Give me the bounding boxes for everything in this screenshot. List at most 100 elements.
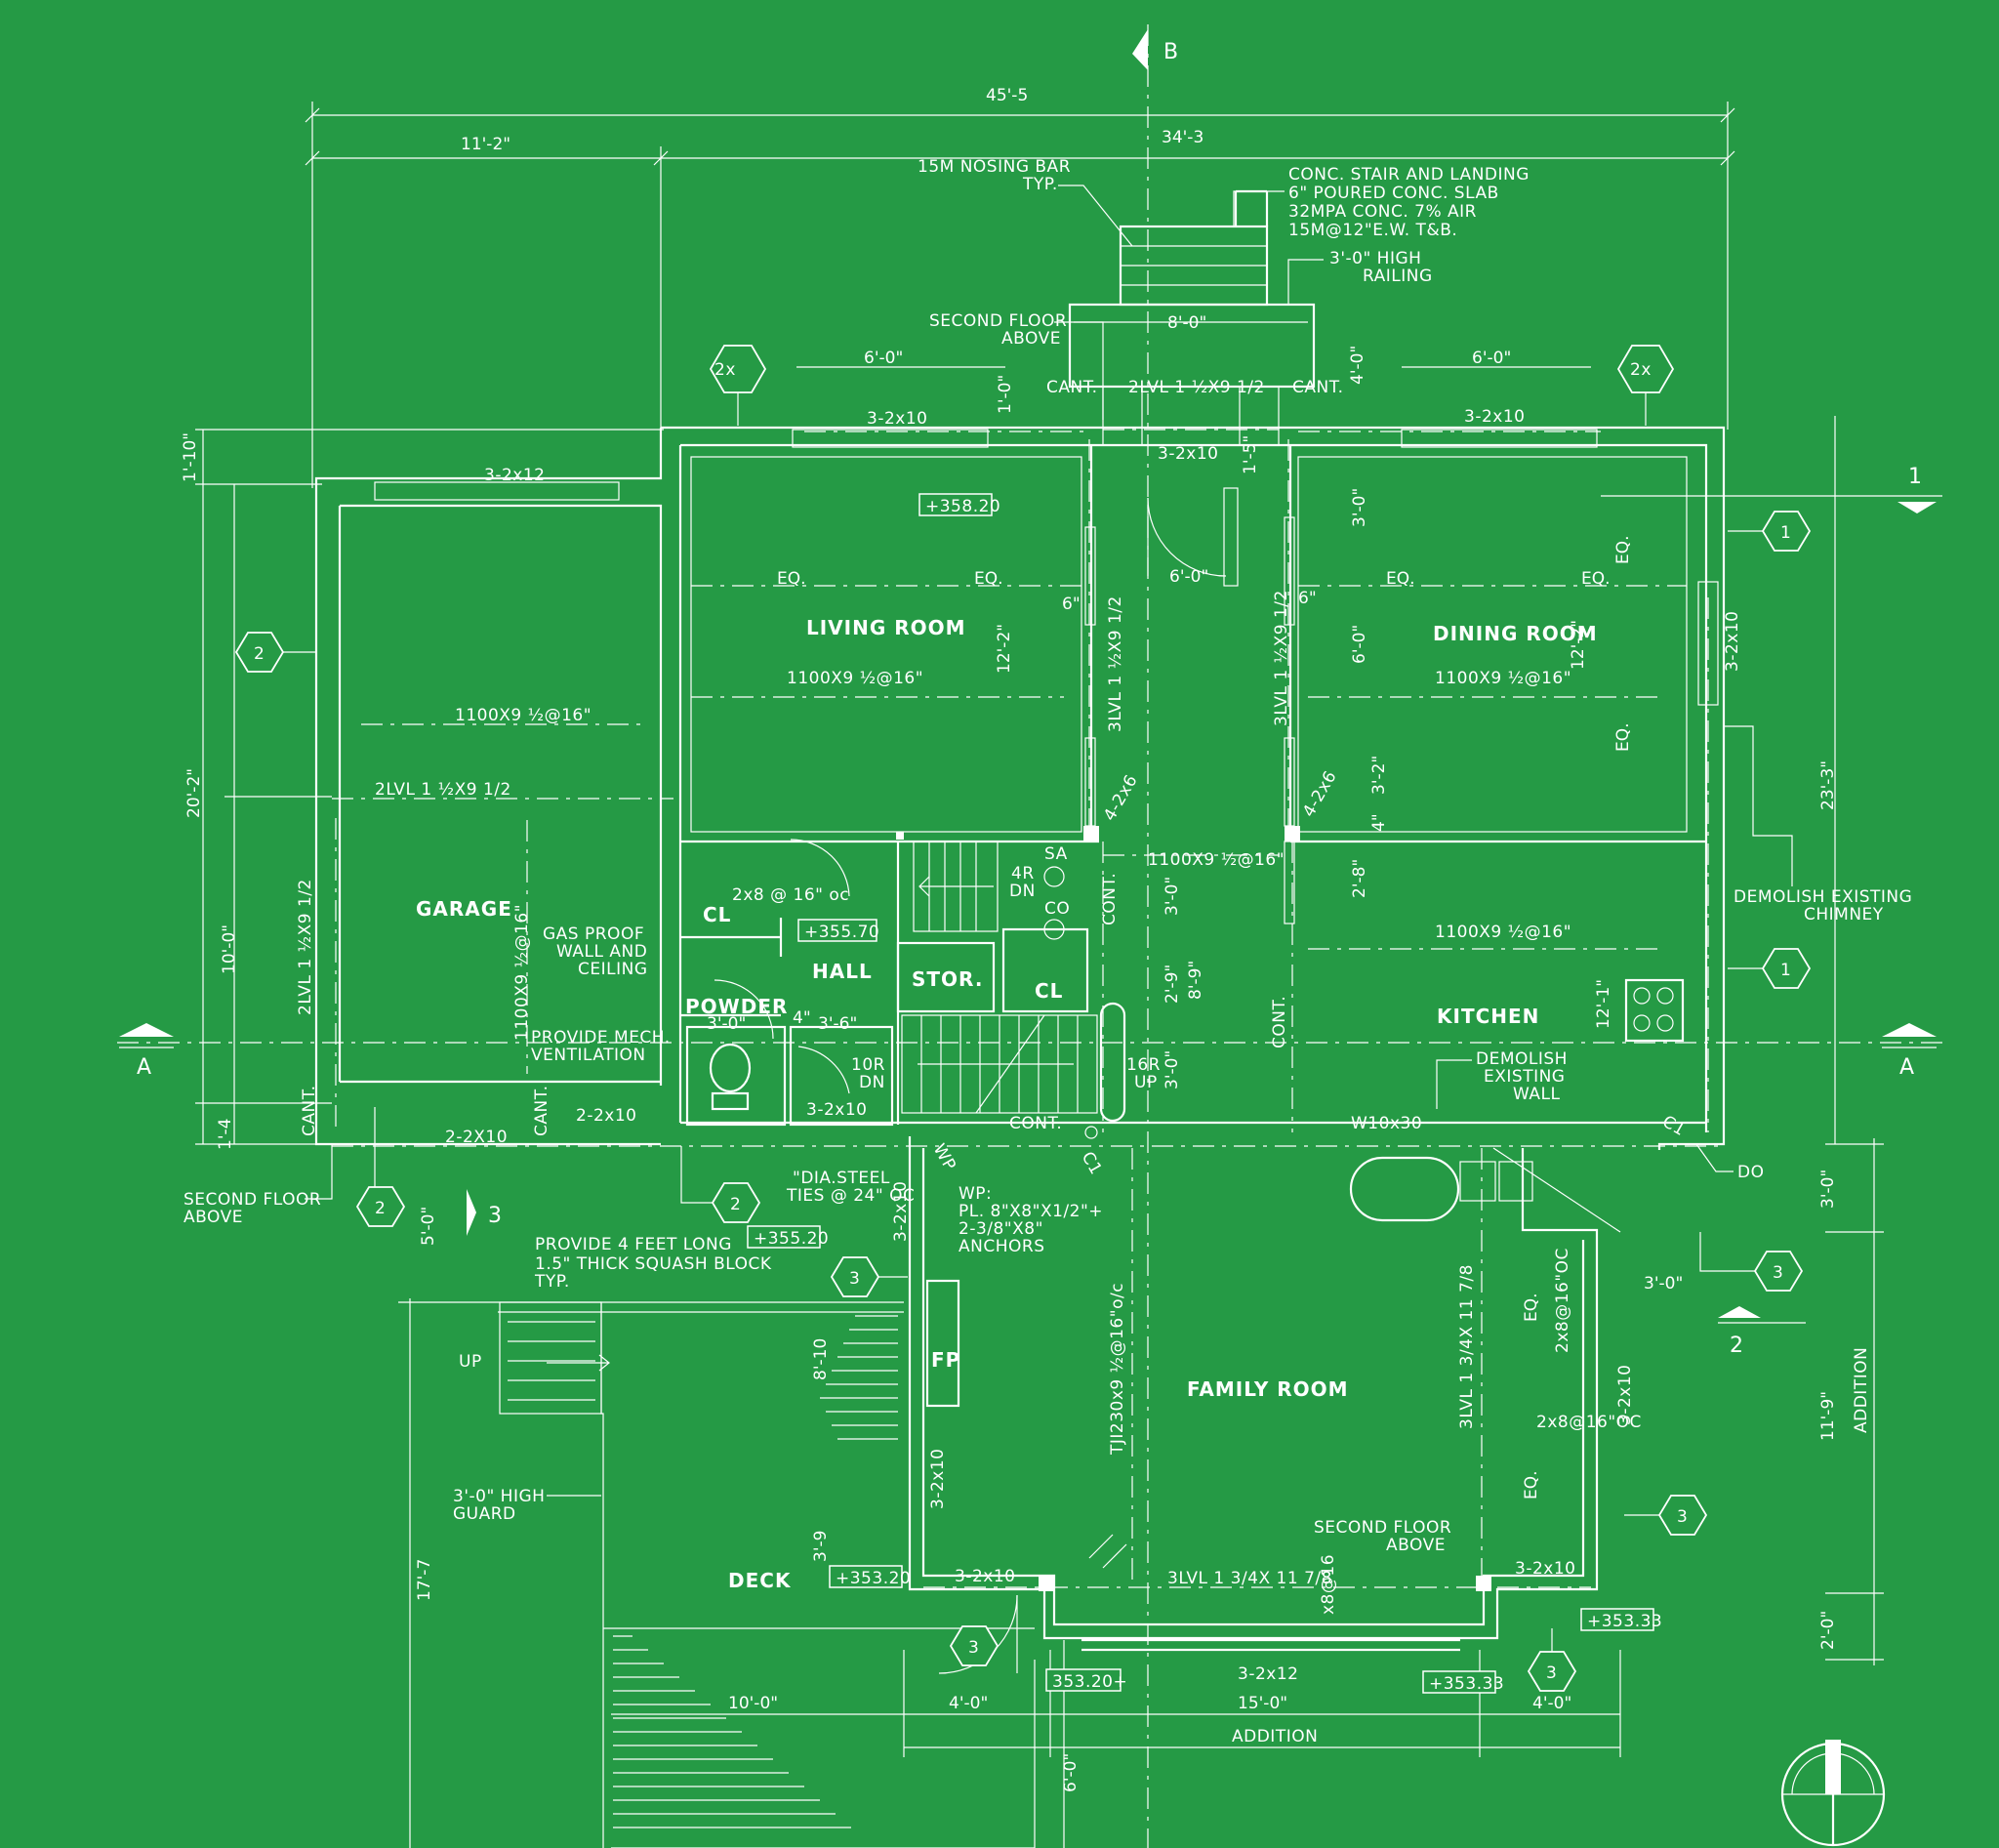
note-wp-1: WP: [959, 1184, 992, 1204]
note-mech-2: VENTILATION [531, 1046, 646, 1065]
room-hall: HALL [812, 960, 873, 983]
dim-8-9: 8'-9" [1186, 961, 1205, 1000]
dim-1-4: 1'-4 [216, 1119, 235, 1150]
note-demo-wall-2: EXISTING [1484, 1067, 1565, 1087]
room-dining: DINING ROOM [1433, 622, 1598, 645]
deck [498, 1301, 1036, 1848]
beam-3x10-vertical: 3-2x10 [1615, 1365, 1635, 1425]
note-stair-1: CONC. STAIR AND LANDING [1288, 165, 1530, 185]
note-demo-chimney-1: DEMOLISH EXISTING [1734, 887, 1912, 907]
beam-3-2x10-c: 3-2x10 [806, 1100, 867, 1120]
dim-eq-3: EQ. [1386, 569, 1415, 589]
beam-3x10-bottom-right: 3-2x10 [1515, 1559, 1575, 1579]
beam-garage: 3-2x12 [484, 466, 545, 485]
beam-2-2x10: 2-2X10 [445, 1128, 508, 1147]
room-living: LIVING ROOM [806, 616, 966, 639]
joist-garage: 1100X9 ½@16" [455, 706, 592, 725]
note-lvl-top: 2LVL 1 ½X9 1/2 [1128, 378, 1265, 397]
section-1-label: 1 [1908, 465, 1922, 489]
dim-4-0-bottom2: 4'-0" [1532, 1694, 1571, 1713]
dim-4in-dining: 4" [1369, 813, 1389, 832]
lvl-vertical-right: 3LVL 1 ½X9 1/2 [1272, 590, 1291, 726]
note-steel-1: "DIA.STEEL [793, 1169, 890, 1188]
section-a: A A [117, 1023, 1942, 1080]
elev-353-20: +353.20 [836, 1569, 911, 1588]
dim-overall: 45'-5 [986, 86, 1028, 105]
note-mech-1: PROVIDE MECH. [531, 1028, 671, 1047]
note-wp-3: 2-3/8"X8" [959, 1219, 1043, 1239]
tag-2-bottom-b: 2 [730, 1195, 741, 1214]
joist-dining: 1100X9 ½@16" [1435, 669, 1571, 688]
room-kitchen: KITCHEN [1437, 1005, 1539, 1028]
dim-3-9: 3'-9 [811, 1531, 831, 1562]
section-3: 3 [467, 1189, 502, 1236]
dim-6-right: 6'-0" [1472, 349, 1511, 368]
tag-2-bottom-a: 2 [375, 1199, 386, 1218]
lvl-garage-vertical: 2LVL 1 ½X9 1/2 [296, 879, 315, 1015]
tag-1-top: 1 [1780, 523, 1791, 543]
dim-3-6: 3'-6" [818, 1014, 857, 1034]
side-dimensions: 6'-0" 6'-0" 8'-0" 1'-0" 4'-0" 1'-10" 20'… [181, 313, 1884, 1848]
room-powder: POWDER [685, 995, 788, 1018]
section-a-left: A [137, 1055, 151, 1080]
room-closet-2: CL [1035, 979, 1063, 1003]
note-sfa-4: ABOVE [1386, 1536, 1446, 1555]
dim-right: 34'-3 [1162, 128, 1203, 147]
dim-3-0-east: 3'-0" [1818, 1170, 1838, 1209]
note-cont-v1: CONT. [1100, 873, 1120, 925]
room-storage: STOR. [912, 967, 983, 991]
dim-eq-6: EQ. [1613, 722, 1633, 752]
note-wp-2: PL. 8"X8"X1/2"+ [959, 1202, 1103, 1221]
note-wp-4: ANCHORS [959, 1237, 1044, 1256]
note-demo-chimney-2: CHIMNEY [1804, 905, 1884, 924]
note-squash-3: TYP. [534, 1272, 570, 1292]
note-stair-10r-dn: DN [859, 1073, 885, 1092]
dim-6-0-door: 6'-0" [1169, 567, 1208, 587]
dim-3-0-dining: 3'-0" [1350, 488, 1369, 527]
dim-6in-right: 6" [1298, 589, 1317, 608]
tag-3-east-lower: 3 [1677, 1507, 1688, 1527]
dim-2-8: 2'-8" [1350, 859, 1369, 898]
note-stair-3: 32MPA CONC. 7% AIR [1288, 202, 1477, 222]
beam-3x10-vert-a: 3-2x10 [891, 1181, 911, 1242]
dim-15-0: 15'-0" [1238, 1694, 1287, 1713]
room-fireplace: FP [931, 1348, 960, 1372]
dim-8-10: 8'-10 [811, 1338, 831, 1380]
note-cont-v2: CONT. [1270, 996, 1289, 1048]
beam-2x8-vertical: 2x8@16"OC [1553, 1248, 1572, 1353]
dim-2-9: 2'-9" [1163, 965, 1182, 1004]
note-up: UP [459, 1352, 482, 1372]
note-rail-2: RAILING [1363, 267, 1433, 286]
room-labels: LIVING ROOM DINING ROOM GARAGE HALL CL C… [416, 616, 1598, 1592]
addition [908, 1126, 1621, 1674]
joist-living: 1100X9 ½@16" [787, 669, 923, 688]
room-garage: GARAGE [416, 897, 512, 921]
elev-353-20b: 353.20+ [1052, 1672, 1127, 1692]
dim-eq-4: EQ. [1581, 569, 1611, 589]
joist-hall: 1100X9 ½@16" [1148, 850, 1285, 870]
section-b: B [1132, 24, 1178, 1848]
dim-3-0-hall2: 3'-0" [1163, 1050, 1182, 1089]
elev-353-33: +353.33 [1429, 1674, 1504, 1694]
fireplace [925, 1279, 960, 1408]
tag-3-corner: 3 [968, 1638, 979, 1658]
callout-tags: 2x 2x 1 1 2 2 2 3 3 3 3 3 [234, 345, 1812, 1692]
note-steel-2: TIES @ 24" OC [786, 1186, 915, 1206]
beam-3x10-bottom-left: 3-2x10 [955, 1567, 1015, 1586]
lvl-family-vertical: 3LVL 1 3/4X 11 7/8 [1457, 1264, 1477, 1429]
dim-eq-7: EQ. [1522, 1293, 1541, 1322]
note-gas-3: CEILING [578, 960, 648, 979]
stair-lower [901, 1002, 1126, 1123]
beam-3x10-vert-c: 3-2x10 [1723, 611, 1742, 672]
note-sfa-6: ABOVE [184, 1208, 243, 1227]
dim-3-0-east2: 3'-0" [1644, 1274, 1683, 1294]
dim-1-10: 1'-10" [181, 432, 200, 482]
elev-355-20: +355.20 [754, 1229, 829, 1249]
note-cont-h: CONT. [1009, 1114, 1062, 1133]
dim-3-2-dining: 3'-2" [1369, 756, 1389, 795]
label-addition: ADDITION [1232, 1727, 1318, 1746]
note-rail-1: 3'-0" HIGH [1329, 249, 1421, 268]
note-sfa-2: ABOVE [1001, 329, 1061, 349]
section-2-label: 2 [1730, 1334, 1743, 1358]
